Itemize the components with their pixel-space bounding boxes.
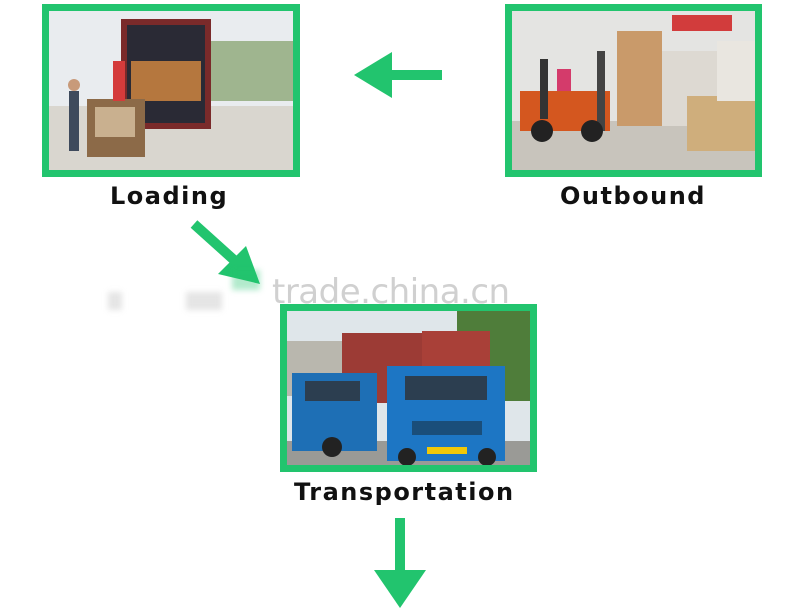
watermark-blur (232, 270, 260, 290)
loading-photo (49, 11, 293, 170)
arrow-down-icon (370, 516, 430, 610)
transportation-photo (287, 311, 530, 465)
loading-label: Loading (110, 182, 228, 210)
loading-photo-frame (42, 4, 300, 177)
outbound-photo-frame (505, 4, 762, 177)
watermark-blur (186, 292, 222, 310)
transportation-photo-frame (280, 304, 537, 472)
watermark-text: trade.china.cn (272, 272, 510, 312)
arrow-left-icon (352, 48, 444, 104)
outbound-label: Outbound (560, 182, 706, 210)
transportation-label: Transportation (294, 478, 515, 506)
watermark-blur (108, 292, 122, 310)
outbound-photo (512, 11, 755, 170)
